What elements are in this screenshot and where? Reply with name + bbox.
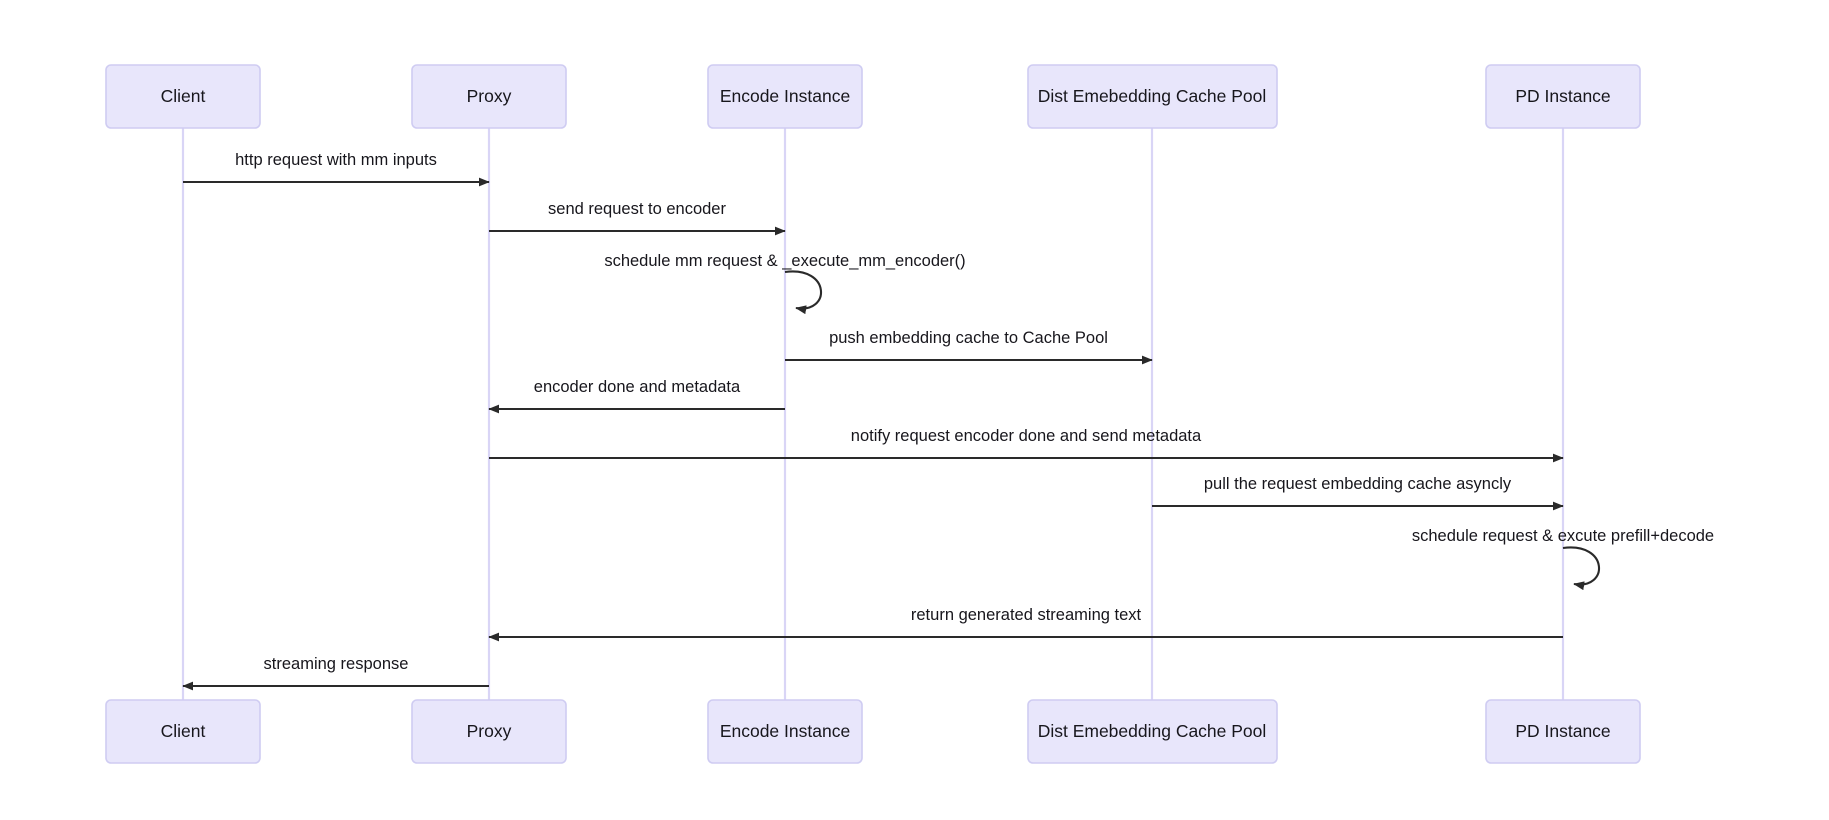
message-m7[interactable]: pull the request embedding cache asyncly — [1152, 475, 1564, 511]
lifelines-group — [181, 128, 1565, 700]
message-m5[interactable]: encoder done and metadata — [488, 378, 785, 414]
message-m2[interactable]: send request to encoder — [489, 200, 786, 236]
message-label-m5: encoder done and metadata — [534, 378, 741, 396]
actor-box-proxy-top[interactable]: Proxy — [411, 64, 567, 129]
actor-box-pd-bottom[interactable]: PD Instance — [1485, 699, 1641, 764]
message-label-m4: push embedding cache to Cache Pool — [829, 329, 1108, 347]
actor-box-encode-bottom[interactable]: Encode Instance — [707, 699, 863, 764]
actor-box-rect — [105, 699, 261, 764]
actor-boxes-bottom: Client Proxy Encode Instance Dist Emebeddin… — [105, 699, 1641, 764]
message-m6[interactable]: notify request encoder done and send met… — [489, 427, 1564, 463]
actor-box-rect — [1485, 64, 1641, 129]
message-label-m7: pull the request embedding cache asyncly — [1204, 475, 1512, 493]
message-label-m9: return generated streaming text — [911, 606, 1142, 624]
actor-box-pd-top[interactable]: PD Instance — [1485, 64, 1641, 129]
actor-box-client-top[interactable]: Client — [105, 64, 261, 129]
actor-box-rect — [411, 64, 567, 129]
message-m1[interactable]: http request with mm inputs — [183, 151, 490, 187]
message-label-m2: send request to encoder — [548, 200, 726, 218]
actor-box-proxy-bottom[interactable]: Proxy — [411, 699, 567, 764]
actor-label-client: Client — [161, 721, 206, 741]
actor-box-cachepool-bottom[interactable]: Dist Emebedding Cache Pool — [1027, 699, 1278, 764]
actor-label-proxy: Proxy — [467, 721, 512, 741]
actor-box-rect — [1027, 64, 1278, 129]
message-label-m3: schedule mm request & _execute_mm_encode… — [604, 252, 965, 270]
message-m10[interactable]: streaming response — [182, 655, 489, 691]
actor-box-rect — [707, 699, 863, 764]
message-label-m1: http request with mm inputs — [235, 151, 437, 169]
actor-box-rect — [105, 64, 261, 129]
actor-label-client: Client — [161, 86, 206, 106]
message-label-m10: streaming response — [264, 655, 409, 673]
actor-box-cachepool-top[interactable]: Dist Emebedding Cache Pool — [1027, 64, 1278, 129]
message-m3[interactable]: schedule mm request & _execute_mm_encode… — [604, 252, 966, 315]
actor-box-rect — [1027, 699, 1278, 764]
actor-box-rect — [707, 64, 863, 129]
message-label-m8: schedule request & excute prefill+decode — [1412, 527, 1714, 545]
actor-label-proxy: Proxy — [467, 86, 512, 106]
actor-box-encode-top[interactable]: Encode Instance — [707, 64, 863, 129]
actor-label-encode: Encode Instance — [720, 86, 850, 106]
actor-box-rect — [411, 699, 567, 764]
message-m8[interactable]: schedule request & excute prefill+decode — [1412, 527, 1714, 591]
actor-label-pd: PD Instance — [1515, 721, 1610, 741]
actor-box-rect — [1485, 699, 1641, 764]
actor-box-client-bottom[interactable]: Client — [105, 699, 261, 764]
message-m4[interactable]: push embedding cache to Cache Pool — [785, 329, 1153, 365]
messages-group: http request with mm inputs send request … — [182, 151, 1714, 691]
message-self-loop-path — [1562, 546, 1600, 591]
actor-label-pd: PD Instance — [1515, 86, 1610, 106]
actor-label-cachepool: Dist Emebedding Cache Pool — [1038, 721, 1267, 741]
actor-boxes-top: Client Proxy Encode Instance Dist Emebeddin… — [105, 64, 1641, 129]
actor-label-encode: Encode Instance — [720, 721, 850, 741]
message-label-m6: notify request encoder done and send met… — [851, 427, 1202, 445]
actor-label-cachepool: Dist Emebedding Cache Pool — [1038, 86, 1267, 106]
message-self-loop-path — [784, 270, 822, 315]
message-m9[interactable]: return generated streaming text — [488, 606, 1563, 642]
